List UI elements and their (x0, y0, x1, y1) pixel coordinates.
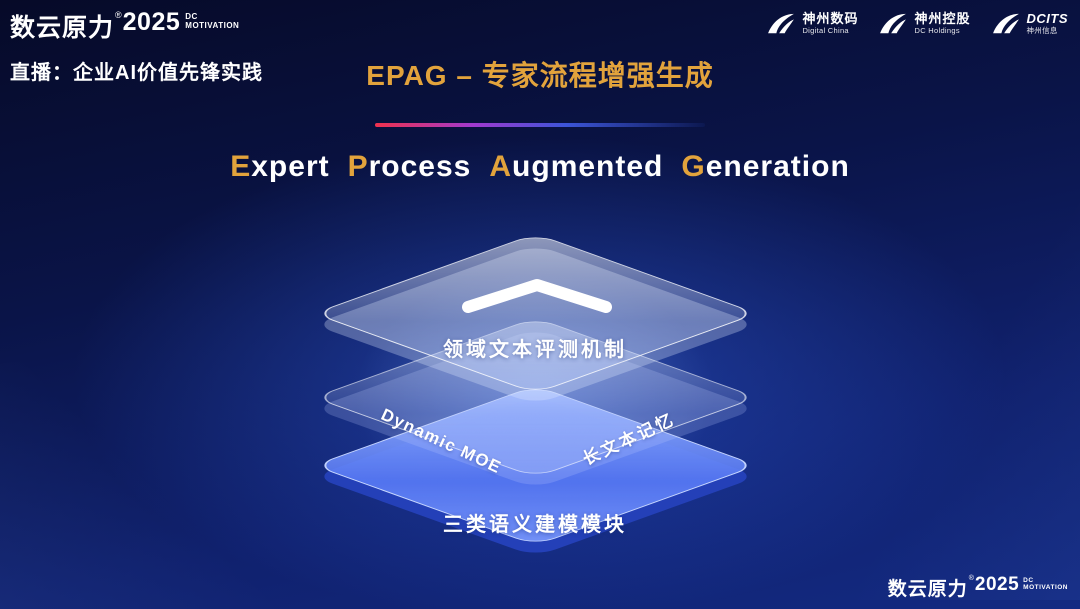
brand-name: 数云原力 (887, 579, 968, 600)
brand-name: 数云原力 (10, 14, 115, 42)
partner-logo-sub: DC Holdings (914, 26, 960, 36)
page-title: EPAG – 专家流程增强生成 (366, 60, 714, 91)
subtitle-rest: rocess (368, 150, 472, 183)
partner-logo-sub: 神州信息 (1026, 26, 1058, 36)
partner-logo-dc-holdings: 神州控股 DC Holdings (878, 11, 971, 36)
partner-logo-text: 神州控股 DC Holdings (914, 11, 971, 36)
partner-logo-dcits: DCITS 神州信息 (991, 11, 1069, 36)
partner-logo-sub: Digital China (802, 26, 849, 36)
brand-tagline-line2: MOTIVATION (1023, 584, 1068, 592)
swoosh-icon (768, 13, 795, 34)
subtitle-word: Expert (230, 150, 329, 183)
brand-tagline: DC MOTIVATION (1023, 577, 1068, 592)
subtitle-rest: eneration (705, 150, 850, 183)
gradient-divider (375, 123, 705, 127)
subtitle-initial: A (489, 150, 513, 183)
subtitle-word: Augmented (489, 150, 663, 183)
swoosh-icon (992, 13, 1019, 34)
brand-tagline: DC MOTIVATION (185, 12, 239, 30)
layer-bottom-label: 三类语义建模模块 (443, 514, 627, 536)
brand-year: 2025 (974, 574, 1020, 595)
subtitle-word: Generation (681, 150, 849, 183)
layer-top-label: 领域文本评测机制 (443, 339, 627, 361)
partner-logo-text: DCITS 神州信息 (1026, 11, 1069, 36)
subtitle-word: Process (348, 150, 472, 183)
registered-mark: ® (968, 575, 974, 582)
brand-logo-bottom-right: 数云原力®2025 DC MOTIVATION (888, 574, 1068, 601)
subtitle-initial: P (347, 150, 369, 183)
brand-logo-top-left: 数云原力®2025 DC MOTIVATION (10, 8, 239, 44)
brand-tagline-line2: MOTIVATION (185, 21, 240, 31)
registered-mark: ® (115, 10, 122, 20)
subtitle-rest: ugmented (512, 150, 664, 183)
partner-logos: 神州数码 Digital China 神州控股 DC Holdings DCIT… (766, 11, 1069, 36)
swoosh-icon (880, 13, 907, 34)
partner-logo-name: 神州控股 (914, 11, 971, 27)
partner-logo-text: 神州数码 Digital China (802, 11, 859, 36)
chevron-up-icon (462, 279, 612, 313)
subtitle-initial: E (230, 150, 252, 183)
subtitle-rest: xpert (251, 150, 330, 183)
subtitle: Expert Process Augmented Generation (0, 150, 1080, 184)
partner-logo-digital-china: 神州数码 Digital China (766, 11, 859, 36)
partner-logo-name: 神州数码 (802, 11, 859, 27)
subtitle-initial: G (681, 150, 706, 183)
brand-tagline-line1: DC (1023, 577, 1034, 584)
brand-tagline-line1: DC (185, 12, 198, 21)
brand-year: 2025 (122, 8, 181, 36)
partner-logo-name: DCITS (1026, 11, 1068, 27)
live-stream-label: 直播：企业AI价值先锋实践 (10, 62, 263, 84)
